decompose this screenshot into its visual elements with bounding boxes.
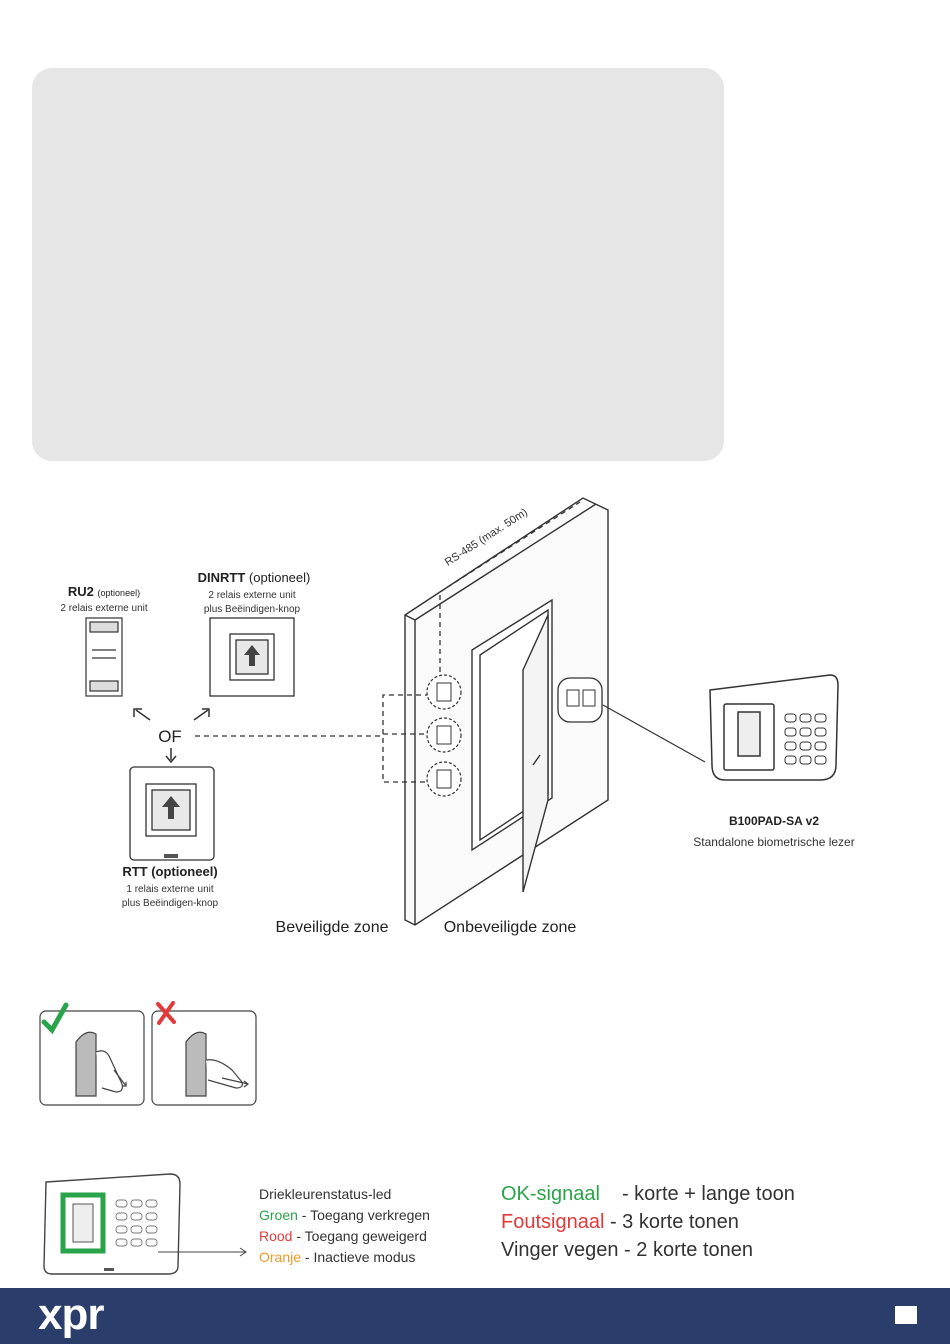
ok-signal-row: OK-signaal - korte + lange toon (501, 1180, 795, 1208)
led-red-text: - Toegang geweigerd (292, 1228, 427, 1244)
error-signal-text: - 3 korte tonen (604, 1211, 739, 1233)
rtt-name: RTT (optioneel) (122, 864, 217, 879)
dinrtt-desc2: plus Beëindigen-knop (204, 604, 301, 615)
led-green-row: Groen - Toegang verkregen (259, 1205, 430, 1226)
ok-signal-word: OK-signaal (501, 1183, 600, 1205)
footer-bar (0, 1288, 950, 1344)
ru2-desc: 2 relais externe unit (60, 603, 147, 614)
led-orange-text: - Inactieve modus (301, 1249, 416, 1265)
error-signal-row: Foutsignaal - 3 korte tonen (501, 1208, 795, 1236)
cross-icon (156, 1001, 176, 1025)
dinrtt-desc1: 2 relais externe unit (208, 590, 295, 601)
ru2-device (85, 617, 123, 697)
dinrtt-device (209, 617, 295, 697)
dinrtt-name: DINRTT (198, 570, 246, 585)
led-green-word: Groen (259, 1207, 298, 1223)
reader-desc: Standalone biometrische lezer (693, 835, 854, 849)
rtt-desc2: plus Beëindigen-knop (122, 898, 219, 909)
svg-text:RU2 (optioneel): RU2 (optioneel) (68, 584, 140, 599)
reader-illustration (709, 674, 839, 781)
swipe-signal-row: Vinger vegen - 2 korte tonen (501, 1239, 754, 1261)
xpr-logo: xpr (38, 1290, 104, 1339)
ru2-name: RU2 (68, 584, 94, 599)
led-reader-illustration (43, 1173, 247, 1275)
unsecure-zone-label: Onbeveiligde zone (444, 919, 577, 936)
installation-diagram: RS-485 (max. 50m) (60, 497, 855, 936)
error-signal-word: Foutsignaal (501, 1211, 605, 1233)
led-red-word: Rood (259, 1228, 293, 1244)
led-orange-row: Oranje - Inactieve modus (259, 1247, 430, 1268)
check-icon (41, 1002, 69, 1035)
page-number-box (895, 1306, 917, 1324)
led-red-row: Rood - Toegang geweigerd (259, 1226, 430, 1247)
signal-list: OK-signaal - korte + lange toon Foutsigna… (501, 1180, 795, 1264)
svg-text:DINRTT (optioneel): DINRTT (optioneel) (198, 570, 311, 585)
rtt-desc1: 1 relais externe unit (126, 884, 213, 895)
ok-signal-text: - korte + lange toon (621, 1183, 795, 1205)
secure-zone-label: Beveiligde zone (276, 919, 389, 936)
dinrtt-optional: (optioneel) (249, 570, 310, 585)
led-status-list: Driekleurenstatus-led Groen - Toegang ve… (259, 1184, 430, 1268)
ru2-optional: (optioneel) (98, 588, 141, 598)
wall (404, 497, 609, 926)
finger-placement-illustrations (39, 1001, 257, 1106)
led-orange-word: Oranje (259, 1249, 302, 1265)
led-green-text: - Toegang verkregen (297, 1207, 430, 1223)
reader-name: B100PAD-SA v2 (729, 814, 819, 828)
led-title: Driekleurenstatus-led (259, 1186, 392, 1202)
info-panel (32, 68, 724, 461)
rtt-device (129, 766, 215, 861)
or-label: OF (158, 727, 182, 746)
